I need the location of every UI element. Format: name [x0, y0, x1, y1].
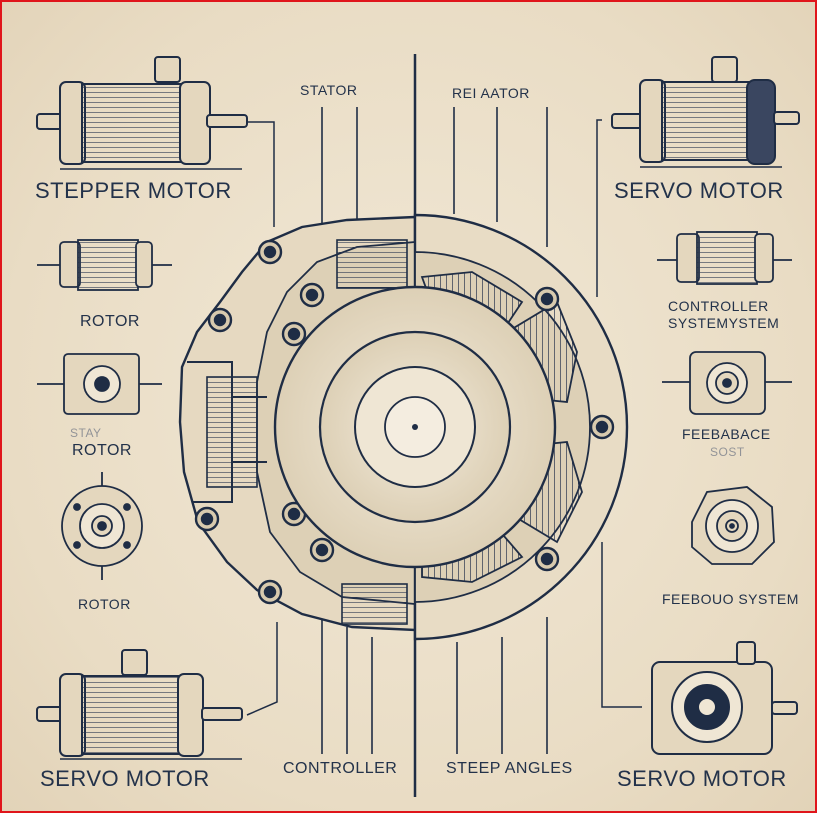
feedback-system-label: FEEBOUO SYSTEM: [662, 591, 799, 607]
stator-label: STATOR: [300, 82, 358, 98]
servo-motor-bottom-right-label: SERVO MOTOR: [617, 766, 787, 791]
servo-motor-top-drawing: [611, 56, 800, 168]
rotor-label-3: ROTOR: [78, 596, 131, 612]
stepper-motor-drawing: [36, 56, 248, 170]
servo-motor-bottom-left-drawing: [36, 649, 243, 760]
servo-motor-top-right-label: SERVO MOTOR: [614, 178, 784, 203]
sost-label: SOST: [710, 445, 745, 459]
side-connectors: [246, 119, 642, 716]
stay-label: STAY: [70, 426, 102, 440]
feedback-sensor-block: [662, 351, 792, 415]
servo-motor-bottom-right-drawing: [651, 641, 798, 755]
stepper-motor-label: STEPPER MOTOR: [35, 178, 232, 203]
controller-block: [657, 231, 792, 285]
rotor-block-2: [37, 353, 162, 415]
rotor-label-2: ROTOR: [72, 442, 132, 459]
rei-aator-label: REI AATOR: [452, 85, 530, 101]
bottom-leader-lines: [321, 612, 548, 754]
feedback-encoder-flange: [691, 486, 775, 565]
controller-bottom-label: CONTROLLER: [283, 760, 398, 777]
rotor-label-1: ROTOR: [80, 313, 140, 330]
controller-system-label: SYSTEMYSTEM: [668, 315, 780, 331]
rotor-block-1: [37, 239, 172, 291]
steep-angles-label: STEEP ANGLES: [446, 760, 573, 777]
central-hub: [273, 285, 557, 569]
controller-label: CONTROLLER: [668, 298, 769, 314]
servo-motor-bottom-left-label: SERVO MOTOR: [40, 766, 210, 791]
rotor-flange-3: [61, 472, 143, 580]
feebabace-label: FEEBABACE: [682, 426, 771, 442]
